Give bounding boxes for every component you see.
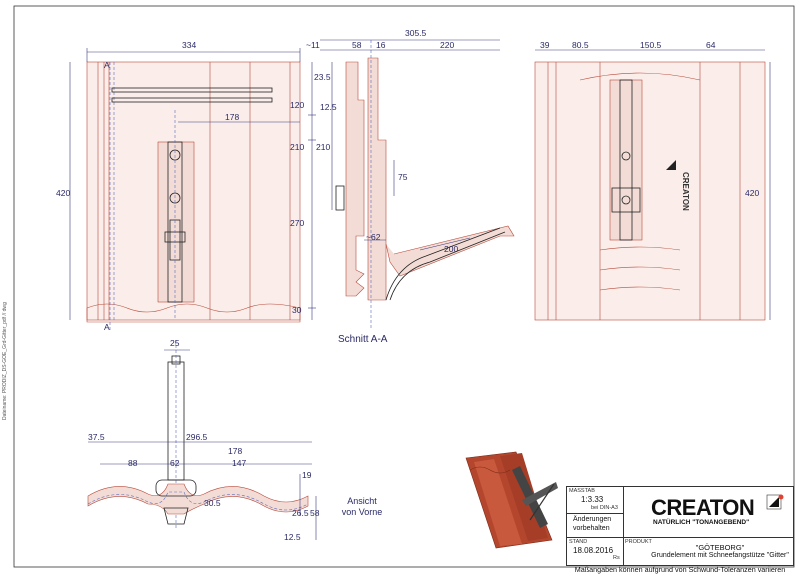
- side-file-label: Dateiname: PRODIZ_DS-GOE_Grd-Gitter_pdf …: [2, 302, 8, 420]
- side-dim-80-5: 80.5: [572, 40, 589, 50]
- author-initials: Rs: [613, 555, 620, 561]
- front-view-label: Ansicht von Vorne: [332, 496, 392, 518]
- front-width-dim: 334: [182, 40, 196, 50]
- front-dim-178: 178: [225, 112, 239, 122]
- section-overall-dim: 305.5: [405, 28, 427, 38]
- section-dim-62: ~62: [366, 232, 381, 242]
- end-dim-19: 19: [302, 470, 312, 480]
- end-dim-25: 25: [170, 338, 180, 348]
- section-dim-58: 58: [352, 40, 362, 50]
- end-dim-296-5: 296.5: [186, 432, 208, 442]
- scale-label: MASSTAB: [569, 488, 595, 494]
- date-label: STAND: [569, 539, 588, 545]
- side-height-dim: 420: [745, 188, 759, 198]
- date-value: 18.08.2016: [573, 546, 614, 555]
- front-dim-right-3: 270: [290, 218, 304, 228]
- title-block: MASSTAB 1:3.33 bei DIN-A3 Änderungen vor…: [566, 486, 794, 566]
- side-dim-64: 64: [706, 40, 716, 50]
- end-dim-147: 147: [232, 458, 246, 468]
- front-dim-right-2: 210: [290, 142, 304, 152]
- end-dim-88: 88: [128, 458, 138, 468]
- product-label: PRODUKT: [625, 539, 652, 545]
- changes-line2: vorbehalten: [573, 525, 610, 532]
- changes-line1: Änderungen: [573, 516, 612, 523]
- sheet-frame: [13, 5, 795, 568]
- section-dim-11: ~11: [306, 40, 320, 50]
- section-dim-200: 200: [444, 244, 458, 254]
- section-dim-23-5: 23.5: [314, 72, 331, 82]
- end-dim-178: 178: [228, 446, 242, 456]
- end-dim-26-5: 26.5: [292, 508, 309, 518]
- section-mark-top: A: [104, 60, 110, 70]
- side-view: [534, 49, 771, 321]
- front-view-label-line1: Ansicht: [347, 496, 377, 506]
- scale-value: 1:3.33: [581, 495, 604, 504]
- end-dim-37-5: 37.5: [88, 432, 105, 442]
- scale-note: bei DIN-A3: [591, 505, 618, 511]
- front-view-label-line2: von Vorne: [341, 507, 383, 517]
- footer-note: Maßangaben können aufgrund von Schwund-T…: [574, 565, 786, 574]
- front-height-dim: 420: [56, 188, 70, 198]
- end-dim-30-5: 30.5: [204, 498, 221, 508]
- product-illustration: [465, 451, 558, 549]
- section-mark-bottom: A: [104, 322, 110, 332]
- section-dim-16: 16: [376, 40, 386, 50]
- creaton-slogan: NATÜRLICH "TONANGEBEND": [653, 519, 750, 526]
- end-dim-58: 58: [310, 508, 320, 518]
- end-view: [87, 340, 317, 540]
- end-dim-12-5: 12.5: [284, 532, 301, 542]
- product-description: Grundelement mit Schneefangstütze "Gitte…: [651, 552, 789, 559]
- section-label: Schnitt A-A: [338, 334, 388, 345]
- creaton-logo: CREATON: [651, 495, 755, 520]
- section-dim-210: 210: [316, 142, 330, 152]
- front-dim-right-1: 120: [290, 100, 304, 110]
- section-dim-220: 220: [440, 40, 454, 50]
- section-view: [320, 39, 515, 330]
- front-view: [69, 48, 316, 330]
- front-dim-right-4: 30: [292, 305, 302, 315]
- side-dim-150-5: 150.5: [640, 40, 662, 50]
- side-dim-39: 39: [540, 40, 550, 50]
- creaton-logo-icon: [766, 494, 784, 510]
- section-dim-12-5: 12.5: [320, 102, 337, 112]
- title-block-left-column: [567, 487, 624, 565]
- product-name: "GÖTEBORG": [695, 543, 745, 552]
- section-dim-75: 75: [398, 172, 408, 182]
- tile-brand-text: CREATON: [681, 172, 690, 211]
- end-dim-62: 62: [170, 458, 180, 468]
